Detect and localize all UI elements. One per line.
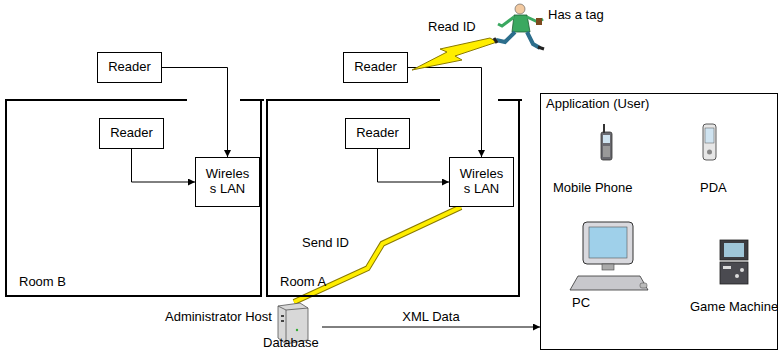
person-figure bbox=[494, 4, 544, 49]
room-wall bbox=[240, 99, 264, 101]
device-box: Wireles s LAN bbox=[195, 157, 260, 207]
device-label: Wireles s LAN bbox=[203, 167, 253, 197]
room-wall bbox=[498, 99, 522, 101]
device-label: Reader bbox=[110, 126, 153, 141]
room-outline: Room B ReaderWireles s LAN bbox=[5, 99, 262, 297]
room-label: Room B bbox=[19, 275, 66, 290]
device-label: Reader bbox=[108, 60, 151, 75]
host-label: Database bbox=[263, 336, 319, 351]
room-label: Room A bbox=[280, 275, 326, 290]
signal-label: Read ID bbox=[428, 20, 476, 35]
arrow-connector bbox=[322, 327, 540, 328]
device-label: Reader bbox=[356, 126, 399, 141]
edge-label: XML Data bbox=[400, 310, 461, 325]
device-label: PC bbox=[572, 296, 590, 311]
device-box: Reader bbox=[345, 118, 410, 149]
panel-heading: Application (User) bbox=[546, 97, 649, 112]
room-wall bbox=[266, 99, 440, 101]
device-label: Wireles s LAN bbox=[457, 167, 507, 197]
game-machine-icon bbox=[720, 240, 748, 284]
wireless-bolt bbox=[412, 38, 497, 70]
device-box: Reader bbox=[99, 118, 164, 149]
edge-label: Send ID bbox=[300, 236, 351, 251]
mobile-phone-icon bbox=[601, 124, 612, 160]
device-label: Mobile Phone bbox=[553, 181, 633, 196]
host-label: Administrator Host bbox=[165, 310, 272, 325]
arrow-connector bbox=[132, 149, 196, 182]
room-outline: Room A ReaderWireles s LAN bbox=[266, 99, 520, 297]
device-box: Reader bbox=[343, 52, 408, 83]
device-box: Reader bbox=[97, 52, 162, 83]
arrow-connector bbox=[162, 68, 228, 158]
pc-icon bbox=[570, 222, 648, 290]
device-label: PDA bbox=[700, 181, 727, 196]
arrow-connector bbox=[408, 68, 482, 158]
server-node: Administrator HostDatabase bbox=[165, 300, 322, 352]
callout-label: Has a tag bbox=[548, 8, 604, 23]
device-label: Game Machine bbox=[690, 300, 778, 315]
device-label: Reader bbox=[354, 60, 397, 75]
pda-icon bbox=[703, 124, 716, 160]
arrow-connector bbox=[378, 149, 450, 182]
device-box: Wireles s LAN bbox=[449, 157, 514, 207]
room-wall bbox=[5, 99, 187, 101]
